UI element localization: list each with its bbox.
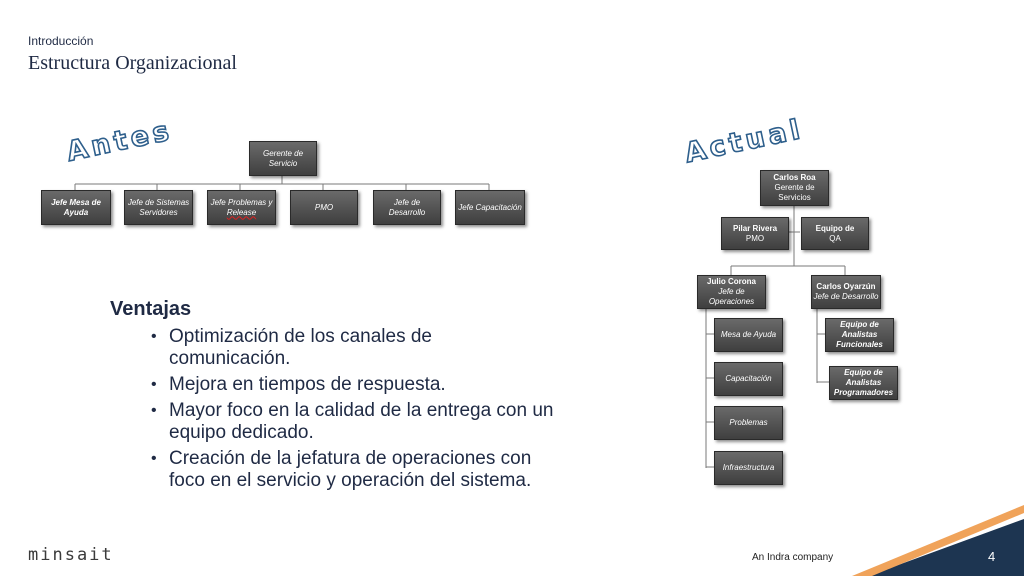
after-dev-child-line2: Funcionales — [836, 340, 883, 349]
after-staff-role: PMO — [745, 233, 765, 243]
before-child-line1: Jefe Capacitación — [458, 202, 522, 212]
after-root-box: Carlos Roa Gerente de Servicios — [760, 170, 829, 206]
before-child-line2: Desarrollo — [388, 207, 426, 217]
before-root-line1: Gerente de — [262, 148, 304, 158]
advantages-list: Optimización de los canales de comunicac… — [145, 326, 555, 496]
minsait-logo: minsait — [28, 545, 114, 565]
after-root-name: Carlos Roa — [773, 173, 816, 182]
advantage-item: Mayor foco en la calidad de la entrega c… — [145, 400, 555, 444]
after-ops-child-label: Capacitación — [725, 374, 772, 383]
after-dev-role: Jefe de Desarrollo — [813, 292, 879, 301]
after-ops-child-label: Problemas — [729, 418, 768, 427]
after-ops-child-box: Infraestructura — [714, 451, 783, 485]
after-dev-name: Carlos Oyarzún — [816, 282, 876, 291]
after-dev-child-line1: Equipo de Analistas — [840, 320, 879, 339]
after-ops-child-label: Infraestructura — [722, 463, 775, 472]
after-staff-name: Pilar Rivera — [732, 223, 778, 233]
advantage-item: Creación de la jefatura de operaciones c… — [145, 448, 555, 492]
before-child-line1: PMO — [314, 202, 334, 212]
after-root-role-line1: Gerente de — [774, 183, 815, 192]
after-root-role-line2: Servicios — [778, 193, 811, 202]
after-dev-child-box: Equipo de Analistas Funcionales — [825, 318, 894, 352]
after-ops-name: Julio Corona — [707, 277, 756, 286]
before-child-line2: Servidores — [139, 207, 178, 217]
after-dev-child-box: Equipo de Analistas Programadores — [829, 366, 898, 400]
after-staff-box: Equipo de QA — [801, 217, 869, 250]
page-number: 4 — [988, 549, 996, 564]
after-staff-name: Equipo de — [815, 223, 855, 233]
before-child-line2: Release — [226, 207, 257, 217]
before-child-box: Jefe Problemas y Release — [207, 190, 276, 225]
after-dev-child-line2: Programadores — [833, 388, 894, 397]
slide-title: Estructura Organizacional — [28, 52, 237, 74]
advantage-item: Mejora en tiempos de respuesta. — [145, 374, 555, 396]
after-ops-child-label: Mesa de Ayuda — [720, 330, 777, 339]
after-ops-box: Julio Corona Jefe de Operaciones — [697, 275, 766, 309]
advantage-item: Optimización de los canales de comunicac… — [145, 326, 555, 370]
before-child-line1: Jefe de — [393, 197, 421, 207]
after-ops-child-box: Mesa de Ayuda — [714, 318, 783, 352]
section-kicker: Introducción — [28, 34, 94, 48]
before-child-line1: Jefe Mesa de — [51, 197, 101, 207]
before-child-box: Jefe de Desarrollo — [373, 190, 441, 225]
before-child-box: PMO — [290, 190, 358, 225]
before-child-box: Jefe de Sistemas Servidores — [124, 190, 193, 225]
after-dev-box: Carlos Oyarzún Jefe de Desarrollo — [811, 275, 881, 309]
before-child-line1: Jefe Problemas y — [210, 197, 273, 207]
after-staff-role: QA — [829, 233, 841, 243]
advantages-heading: Ventajas — [110, 298, 192, 320]
after-ops-role-line2: Operaciones — [708, 297, 755, 306]
before-child-box: Jefe Capacitación — [455, 190, 525, 225]
after-ops-role-line1: Jefe de — [718, 287, 745, 296]
before-child-line1: Jefe de Sistemas — [127, 197, 190, 207]
after-staff-box: Pilar Rivera PMO — [721, 217, 789, 250]
before-child-line2: Ayuda — [63, 207, 89, 217]
before-root-box: Gerente de Servicio — [249, 141, 317, 176]
indra-tagline: An Indra company — [752, 552, 834, 563]
after-dev-child-line1: Equipo de Analistas — [844, 368, 883, 387]
after-ops-child-box: Problemas — [714, 406, 783, 440]
after-ops-child-box: Capacitación — [714, 362, 783, 396]
before-child-box: Jefe Mesa de Ayuda — [41, 190, 111, 225]
before-root-line2: Servicio — [268, 158, 298, 168]
